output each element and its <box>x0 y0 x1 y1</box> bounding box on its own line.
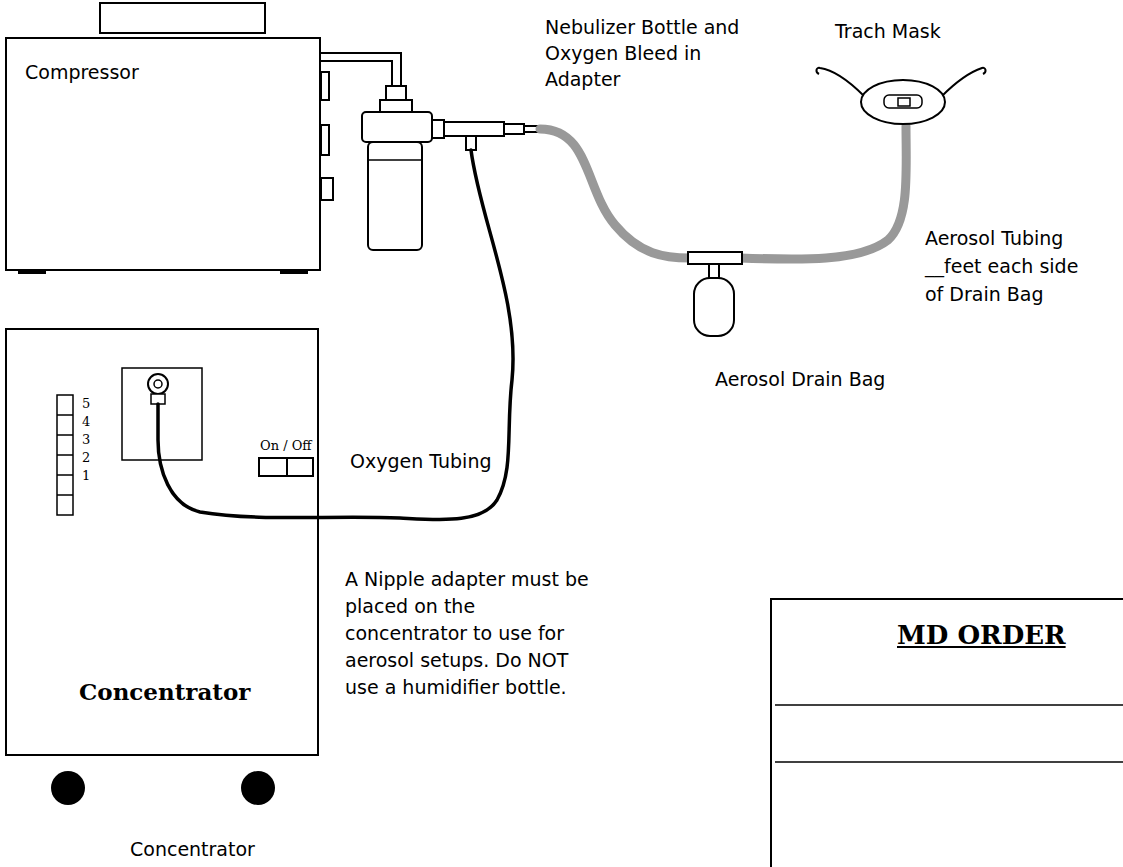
adapter-stem <box>466 136 476 150</box>
concentrator-box: Concentrator On / Off <box>5 328 319 756</box>
nebulizer-line <box>368 159 422 161</box>
node-label: Compressor <box>25 61 139 84</box>
flow-number: 2 <box>82 450 90 466</box>
concentrator-wheel <box>241 771 275 805</box>
oxygen-outlet <box>154 380 162 388</box>
compressor-knob <box>321 125 329 155</box>
flow-number: 1 <box>82 468 90 484</box>
mask-strap <box>942 68 986 96</box>
flow-number: 4 <box>82 414 90 430</box>
node-label: On / Off <box>260 438 312 454</box>
concentrator-wheel <box>51 771 85 805</box>
flow-meter-marks <box>57 415 73 495</box>
compressor-handle <box>100 3 265 33</box>
flow-meter <box>57 395 73 515</box>
on-off-switch: On / Off <box>258 438 314 478</box>
adapter-tip <box>504 124 524 134</box>
compressor-knob <box>321 178 333 200</box>
mask-label: Trach Mask <box>835 20 941 43</box>
nebulizer-top <box>362 112 432 142</box>
oxygen-outlet <box>148 374 168 394</box>
mask-port <box>898 98 910 106</box>
nebulizer-cap <box>386 86 406 100</box>
bleed-in-adapter <box>444 122 504 136</box>
mask-strap <box>816 68 864 96</box>
drain-bag-label: Aerosol Drain Bag <box>715 368 885 391</box>
drain-bag <box>694 278 734 336</box>
nebulizer-neck <box>380 100 412 112</box>
trach-mask <box>861 80 945 124</box>
mask-window <box>884 95 922 108</box>
md-order-box: MD ORDER <box>770 598 1123 867</box>
switch-divider <box>286 459 288 475</box>
order-blank-line <box>775 704 1123 706</box>
order-blank-line <box>775 761 1123 763</box>
nebulizer-label: Nebulizer Bottle and Oxygen Bleed in Ada… <box>545 14 760 92</box>
drain-tee <box>688 252 742 264</box>
nebulizer-jar <box>368 142 422 250</box>
aerosol-tubing <box>540 129 690 258</box>
oxygen-tubing-label: Oxygen Tubing <box>350 450 491 473</box>
switch-rocker <box>258 457 314 477</box>
compressor-pipe <box>321 61 392 88</box>
concentrator-caption: Concentrator <box>130 838 255 861</box>
tubing-label: Aerosol Tubing __feet each side of Drain… <box>925 224 1095 308</box>
drain-stem <box>709 264 719 278</box>
compressor-box: Compressor <box>5 37 321 271</box>
compressor-pipe <box>321 53 401 88</box>
flow-number: 5 <box>82 396 90 412</box>
outlet-panel <box>122 368 202 460</box>
aerosol-tubing <box>740 126 906 259</box>
oxygen-tubing <box>158 150 513 520</box>
instruction-note: A Nipple adapter must be placed on the c… <box>345 566 593 701</box>
node-label: Concentrator <box>79 678 250 706</box>
compressor-knob <box>321 72 329 100</box>
adapter-collar <box>432 120 444 138</box>
node-label: MD ORDER <box>897 620 1066 651</box>
flow-number: 3 <box>82 432 90 448</box>
